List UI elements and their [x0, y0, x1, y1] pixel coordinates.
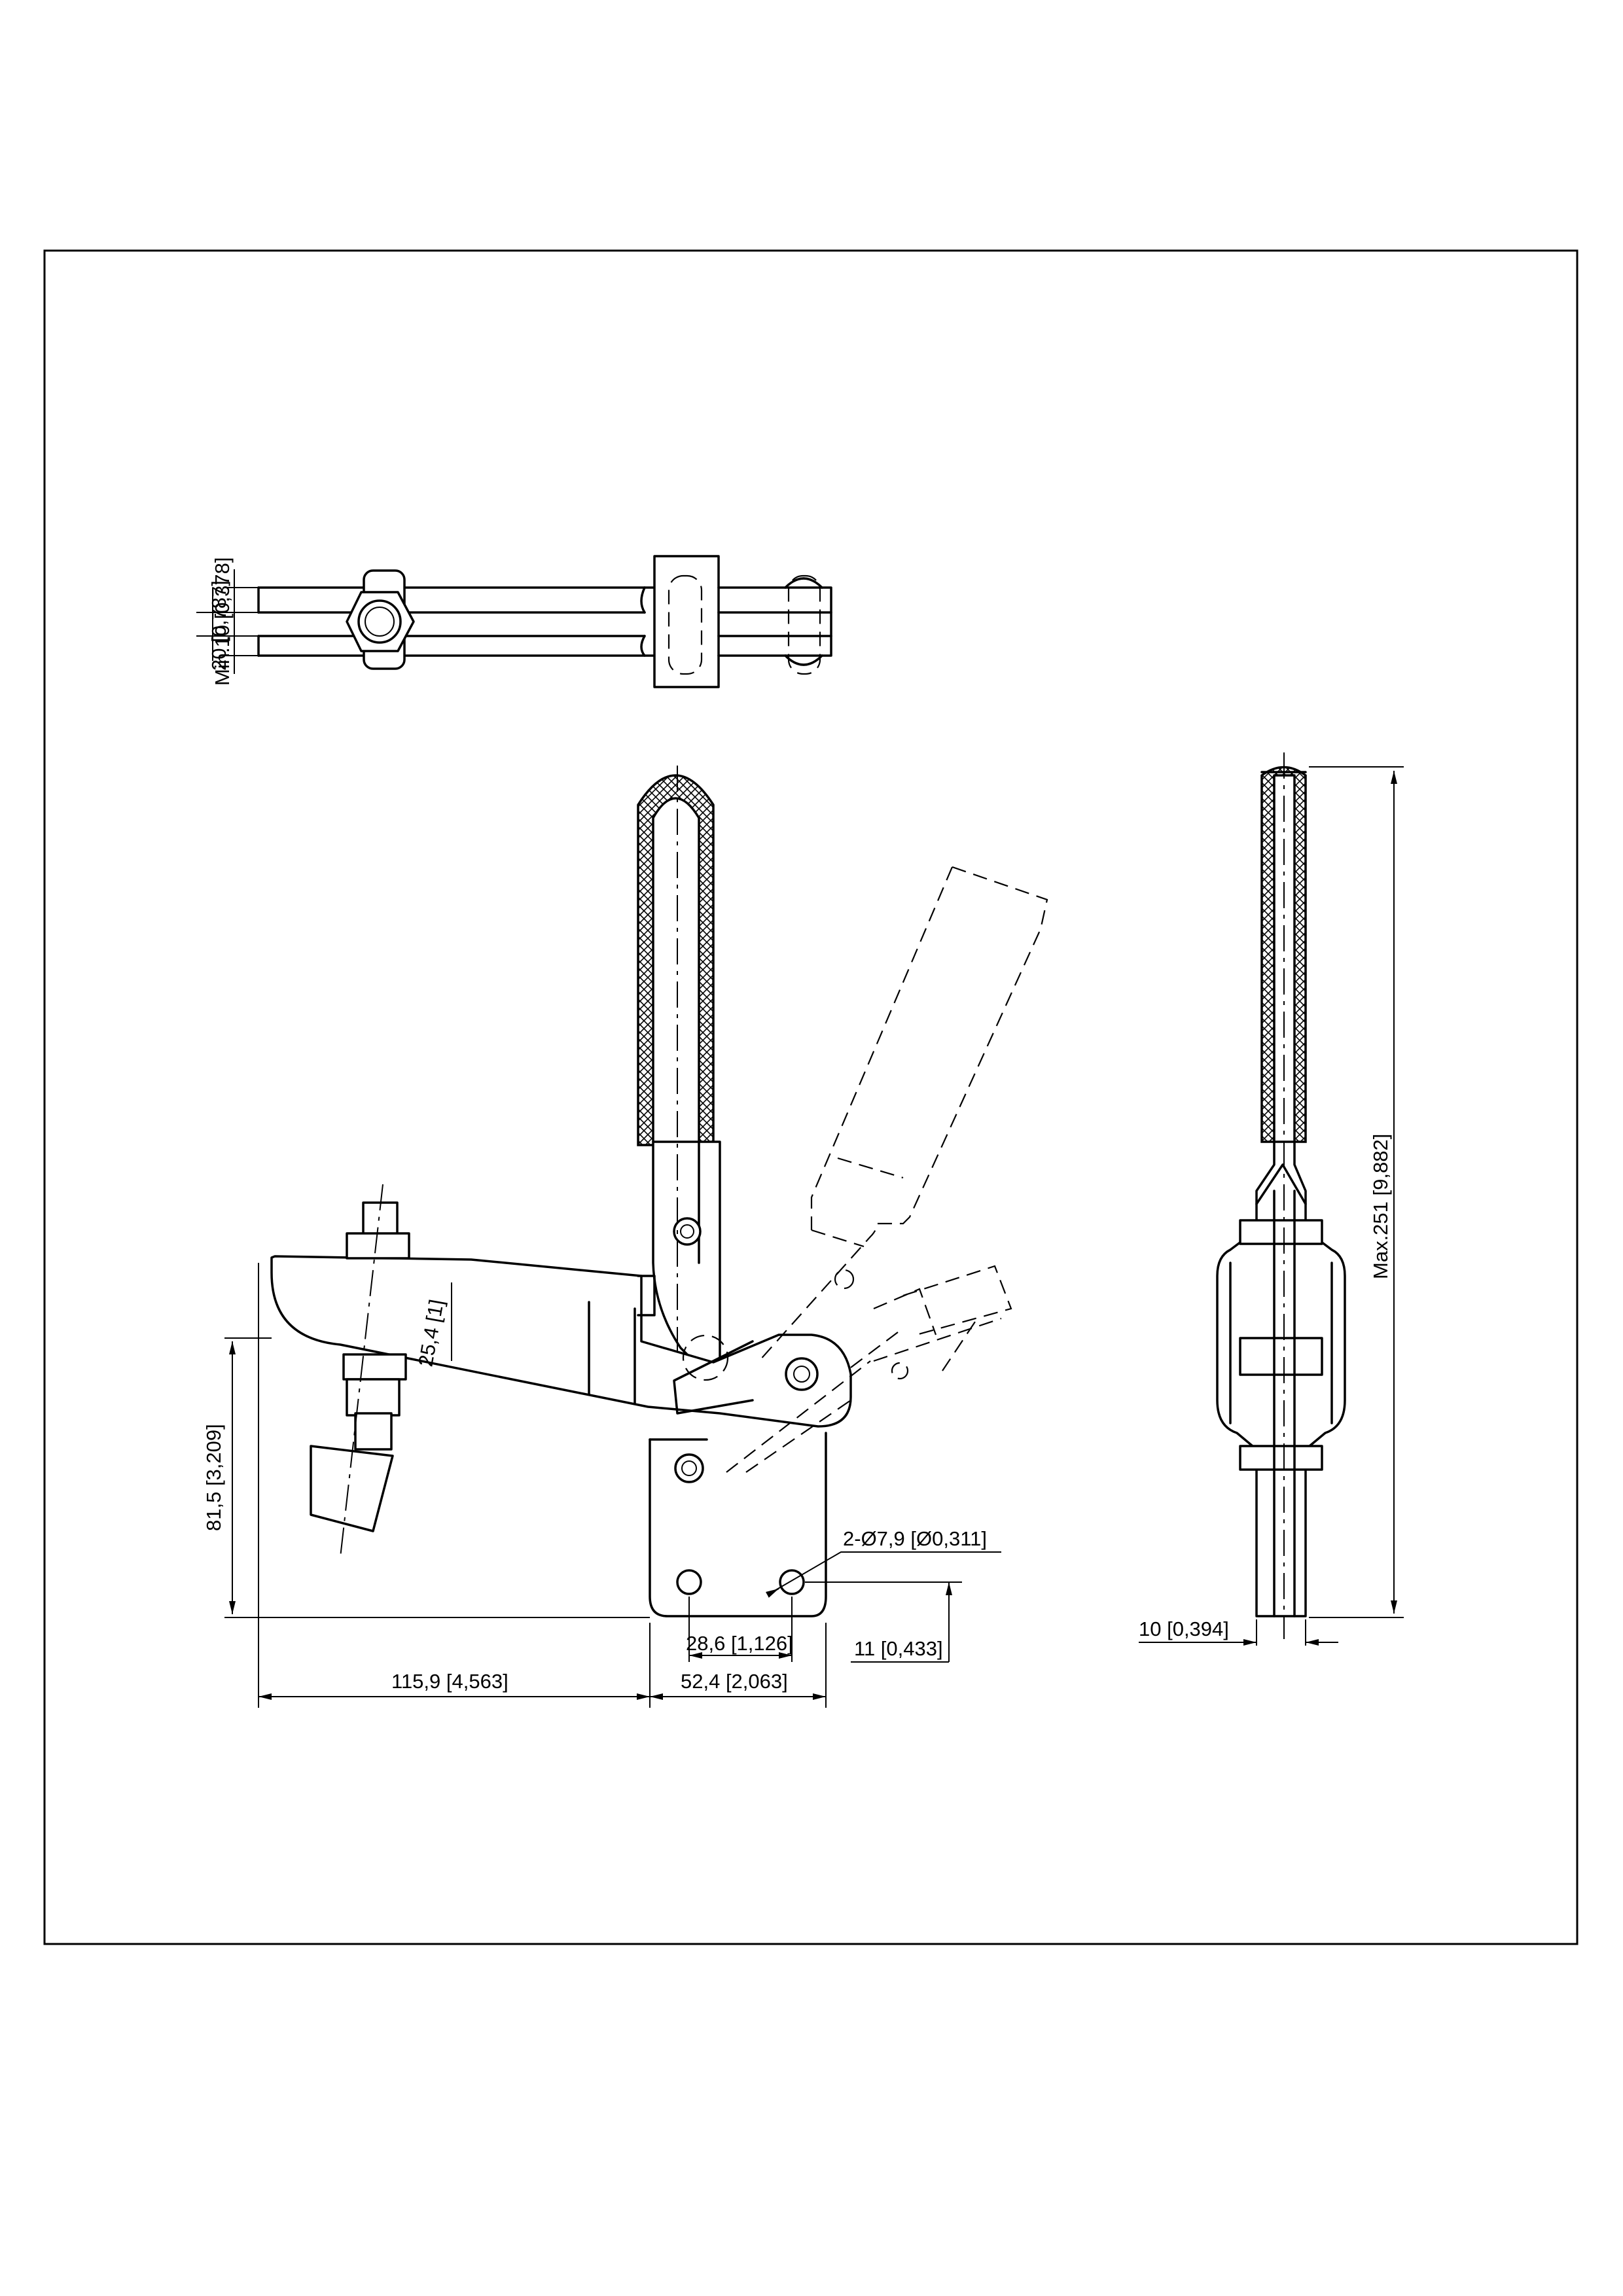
dim-reach: 115,9 [4,563]: [391, 1670, 508, 1693]
hex-nut-icon: [346, 569, 415, 670]
dim-holes: 2-Ø7,9 [Ø0,311]: [843, 1527, 987, 1550]
dim-base-offset: 11 [0,433]: [854, 1637, 943, 1660]
dim-height: 81,5 [3,209]: [202, 1424, 225, 1531]
front-view: 25,4 [1] 81,5 [3,209] 28,6 [1,126] 2-Ø7,…: [202, 766, 1048, 1708]
dim-thickness: 10 [0,394]: [1139, 1617, 1229, 1640]
dim-width: 20 [0,787]: [207, 580, 230, 671]
top-view: 20 [0,787] Min.10 [0,378]: [196, 555, 832, 688]
drawing-frame: [43, 249, 1578, 1945]
dim-min-gap: Min.10 [0,378]: [211, 557, 234, 686]
side-view: Max.251 [9,882] 10 [0,394]: [1139, 752, 1404, 1646]
dim-max-height: Max.251 [9,882]: [1369, 1134, 1392, 1279]
dim-hole-spacing: 28,6 [1,126]: [686, 1632, 793, 1655]
dim-base-width: 52,4 [2,063]: [681, 1670, 788, 1693]
spindle-assembly: [310, 1184, 410, 1558]
